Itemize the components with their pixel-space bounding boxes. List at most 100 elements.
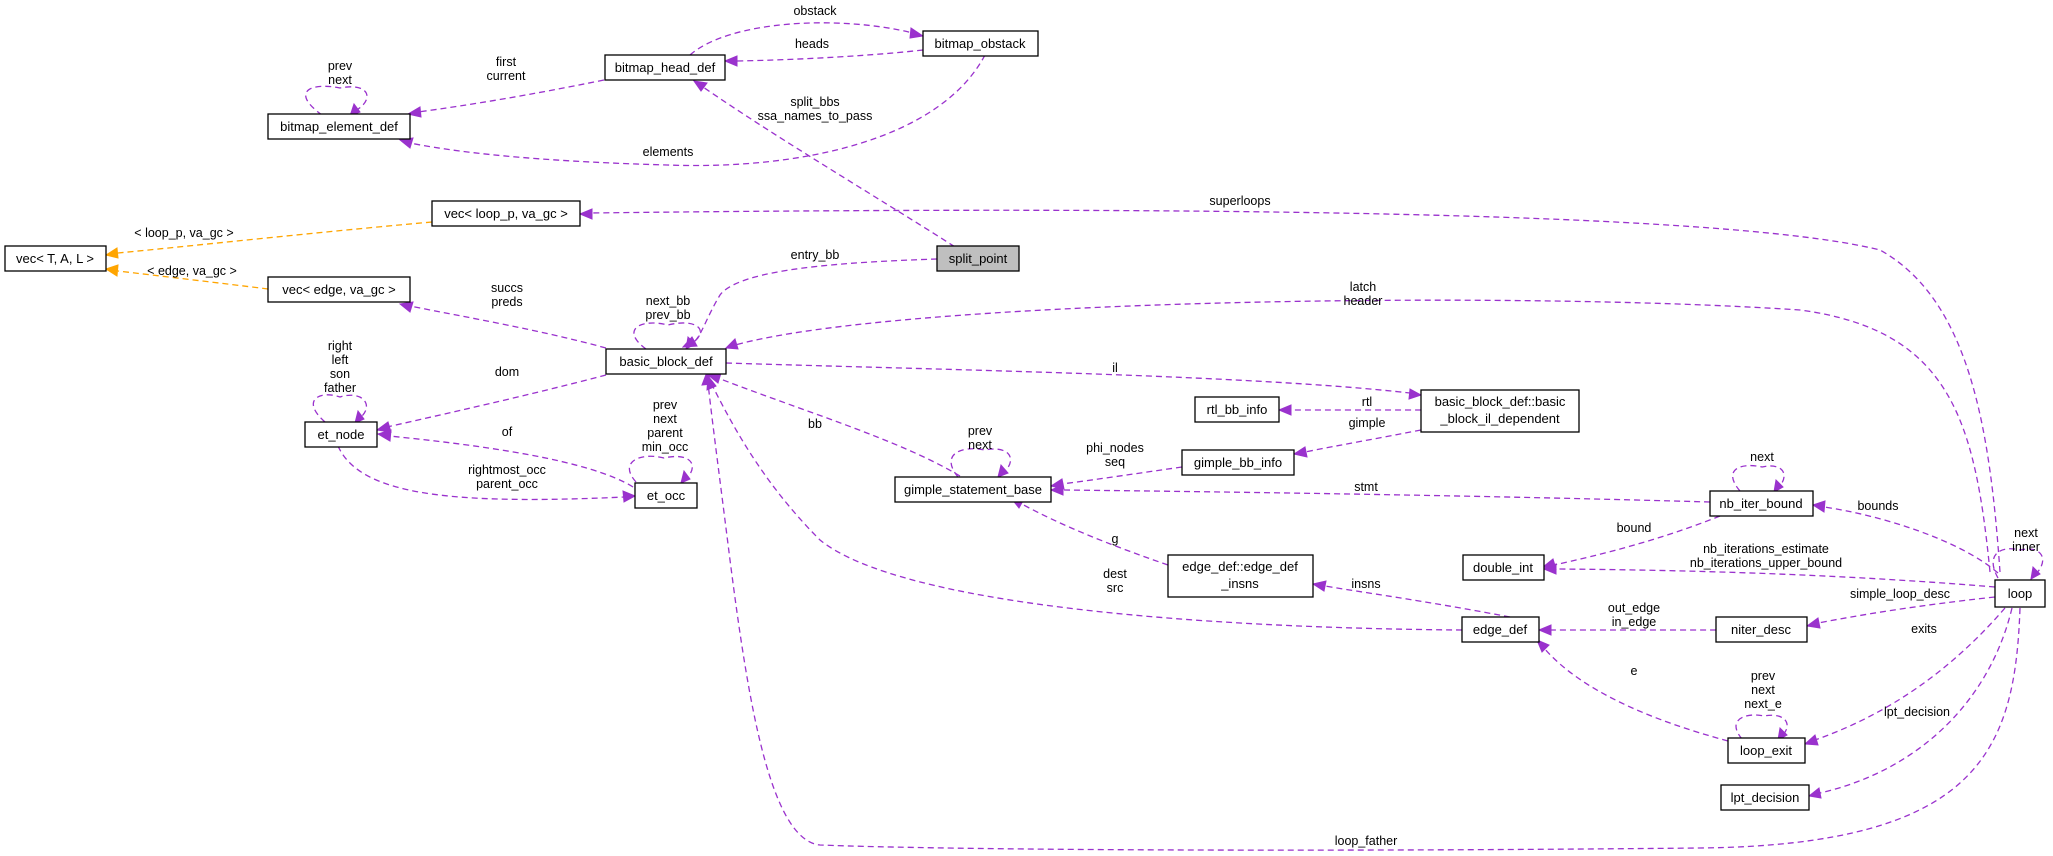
node-label-edge-def: edge_def bbox=[1473, 622, 1528, 637]
edge-label-succs: succs bbox=[491, 281, 523, 295]
node-rtl-bb-info[interactable]: rtl_bb_info bbox=[1194, 396, 1280, 423]
node-gimple-statement-base[interactable]: gimple_statement_base bbox=[894, 476, 1052, 503]
edge-label-dest: dest bbox=[1103, 567, 1127, 581]
edge-label-elements: elements bbox=[643, 145, 694, 159]
node-vec-loop-p[interactable]: vec< loop_p, va_gc > bbox=[431, 200, 581, 227]
edge-loop-father: loop_father bbox=[701, 370, 2021, 851]
node-gimple-bb-info[interactable]: gimple_bb_info bbox=[1181, 449, 1295, 476]
edge-label-gimple: gimple bbox=[1349, 416, 1386, 430]
edge-label-et-left: left bbox=[332, 353, 349, 367]
node-label-bitmap-obstack: bitmap_obstack bbox=[934, 36, 1026, 51]
node-nb-iter-bound[interactable]: nb_iter_bound bbox=[1709, 490, 1814, 517]
edge-label-lpt-decision: lpt_decision bbox=[1884, 705, 1950, 719]
edge-simple-loop-desc: simple_loop_desc bbox=[1805, 587, 1996, 629]
edge-gimple-self: prev next bbox=[950, 424, 1012, 478]
edge-label-bitmap-next: next bbox=[328, 73, 352, 87]
edge-et-occ-self: prev next parent min_occ bbox=[628, 398, 693, 484]
edge-label-et-right: right bbox=[328, 339, 353, 353]
edge-label-prev-bb: prev_bb bbox=[645, 308, 690, 322]
node-vec-t-a-l[interactable]: vec< T, A, L > bbox=[4, 245, 107, 272]
edge-dom: dom bbox=[375, 365, 607, 433]
node-label-lpt-decision: lpt_decision bbox=[1731, 790, 1800, 805]
edge-label-preds: preds bbox=[491, 295, 522, 309]
edge-lpt-decision: lpt_decision bbox=[1807, 607, 2013, 799]
edge-label-edge-template: < edge, va_gc > bbox=[147, 264, 237, 278]
node-label-bb-il-dependent-line1: basic_block_def::basic bbox=[1435, 394, 1566, 409]
node-label-basic-block-def: basic_block_def bbox=[619, 354, 713, 369]
edge-label-loop-father: loop_father bbox=[1335, 834, 1398, 848]
node-basic-block-def[interactable]: basic_block_def bbox=[605, 348, 727, 375]
edge-dest-src: dest src bbox=[706, 374, 1463, 631]
edge-out-in-edge: out_edge in_edge bbox=[1537, 601, 1716, 636]
edge-label-out-edge: out_edge bbox=[1608, 601, 1660, 615]
node-vec-edge[interactable]: vec< edge, va_gc > bbox=[267, 276, 411, 303]
edge-latch-header: latch header bbox=[724, 280, 1991, 573]
node-loop-exit[interactable]: loop_exit bbox=[1727, 737, 1806, 764]
edge-bitmap-element-self: prev next bbox=[305, 59, 368, 117]
node-label-niter-desc: niter_desc bbox=[1731, 622, 1791, 637]
node-niter-desc[interactable]: niter_desc bbox=[1715, 616, 1808, 643]
edge-label-rightmost-occ: rightmost_occ bbox=[468, 463, 546, 477]
edge-rightmost-occ: rightmost_occ parent_occ bbox=[337, 445, 637, 503]
edge-bb-self: next_bb prev_bb bbox=[633, 294, 701, 350]
edge-label-simple-loop-desc: simple_loop_desc bbox=[1850, 587, 1950, 601]
node-label-gimple-statement-base: gimple_statement_base bbox=[904, 482, 1042, 497]
edge-g: g bbox=[1009, 497, 1169, 566]
edge-label-ssa-names: ssa_names_to_pass bbox=[758, 109, 873, 123]
edge-loop-exit-self: prev next next_e bbox=[1735, 669, 1788, 741]
edge-of: of bbox=[376, 425, 634, 488]
edge-label-exit-next: next bbox=[1751, 683, 1775, 697]
edge-label-loop-inner: inner bbox=[2012, 540, 2040, 554]
edge-label-exit-prev: prev bbox=[1751, 669, 1776, 683]
edge-label-loop-p-template: < loop_p, va_gc > bbox=[134, 226, 233, 240]
node-bitmap-head-def[interactable]: bitmap_head_def bbox=[604, 54, 726, 81]
edge-label-of: of bbox=[502, 425, 513, 439]
edge-entry-bb: entry_bb bbox=[681, 248, 938, 348]
edge-label-exit-next-e: next_e bbox=[1744, 697, 1782, 711]
node-et-occ[interactable]: et_occ bbox=[634, 482, 698, 509]
edge-phi-nodes: phi_nodes seq bbox=[1049, 441, 1183, 490]
edge-template-edge: < edge, va_gc > bbox=[104, 264, 269, 290]
node-loop[interactable]: loop bbox=[1994, 579, 2046, 608]
node-label-et-node: et_node bbox=[318, 427, 365, 442]
node-label-edge-def-insns-line1: edge_def::edge_def bbox=[1182, 559, 1298, 574]
edge-label-bound: bound bbox=[1617, 521, 1652, 535]
node-label-loop: loop bbox=[2008, 586, 2033, 601]
node-label-bitmap-element-def: bitmap_element_def bbox=[280, 119, 398, 134]
node-double-int[interactable]: double_int bbox=[1462, 554, 1545, 581]
node-split-point[interactable]: split_point bbox=[936, 245, 1020, 272]
node-edge-def[interactable]: edge_def bbox=[1461, 616, 1540, 643]
edge-label-heads: heads bbox=[795, 37, 829, 51]
node-bitmap-element-def[interactable]: bitmap_element_def bbox=[267, 113, 411, 140]
edge-label-rtl: rtl bbox=[1362, 395, 1372, 409]
node-label-vec-t-a-l: vec< T, A, L > bbox=[16, 251, 94, 266]
node-lpt-decision[interactable]: lpt_decision bbox=[1720, 784, 1810, 811]
node-label-et-occ: et_occ bbox=[647, 488, 686, 503]
edge-label-et-father: father bbox=[324, 381, 356, 395]
node-label-bb-il-dependent-line2: _block_il_dependent bbox=[1439, 411, 1560, 426]
edge-label-split-bbs: split_bbs bbox=[790, 95, 839, 109]
edge-first-current: first current bbox=[406, 55, 605, 118]
edge-insns: insns bbox=[1311, 577, 1511, 618]
edge-label-exits: exits bbox=[1911, 622, 1937, 636]
edge-label-g: g bbox=[1112, 532, 1119, 546]
edge-split-bbs: split_bbs ssa_names_to_pass bbox=[692, 80, 964, 253]
edge-label-parent-occ: parent_occ bbox=[476, 477, 538, 491]
node-label-rtl-bb-info: rtl_bb_info bbox=[1207, 402, 1268, 417]
edge-label-obstack: obstack bbox=[793, 4, 837, 18]
edge-label-in-edge: in_edge bbox=[1612, 615, 1657, 629]
edge-label-nb-iterations-estimate: nb_iterations_estimate bbox=[1703, 542, 1829, 556]
edge-label-bb: bb bbox=[808, 417, 822, 431]
edge-label-gimple-prev: prev bbox=[968, 424, 993, 438]
node-label-loop-exit: loop_exit bbox=[1740, 743, 1792, 758]
edge-label-gimple-next: next bbox=[968, 438, 992, 452]
edge-label-bitmap-prev: prev bbox=[328, 59, 353, 73]
edge-nb-iterations: nb_iterations_estimate nb_iterations_upp… bbox=[1542, 542, 1996, 588]
node-et-node[interactable]: et_node bbox=[304, 421, 378, 448]
edge-succs-preds: succs preds bbox=[398, 281, 607, 349]
node-bitmap-obstack[interactable]: bitmap_obstack bbox=[922, 30, 1039, 57]
node-basic-block-il-dependent[interactable]: basic_block_def::basic _block_il_depende… bbox=[1420, 389, 1580, 433]
edge-label-first: first bbox=[496, 55, 517, 69]
edge-label-seq: seq bbox=[1105, 455, 1125, 469]
node-edge-def-insns[interactable]: edge_def::edge_def _insns bbox=[1167, 554, 1314, 598]
